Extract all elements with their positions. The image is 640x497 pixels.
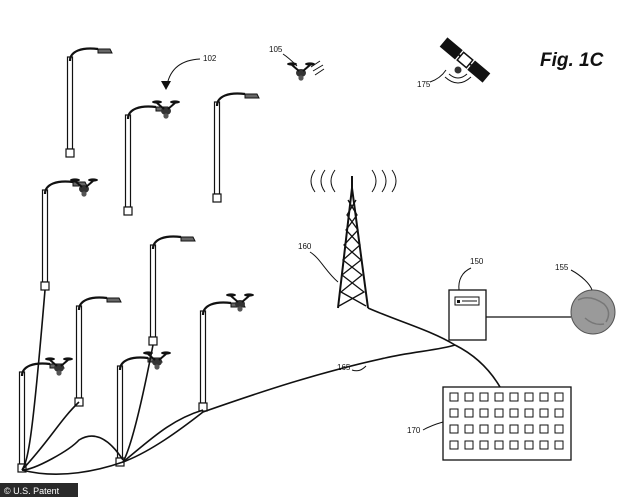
- street-lamp-7: [197, 301, 247, 413]
- server-cabinet-icon: [448, 289, 487, 341]
- label-network-line: 165: [337, 363, 351, 372]
- street-lamp-4: [39, 180, 89, 292]
- label-tower: 160: [298, 242, 312, 251]
- label-satellite: 175: [417, 80, 431, 89]
- street-lamp-6: [73, 296, 123, 408]
- label-drone: 105: [269, 45, 283, 54]
- credit-bar: [0, 483, 78, 497]
- radio-tower-icon: [310, 169, 397, 309]
- street-lamp-3: [211, 92, 261, 204]
- keypad-icon: [442, 386, 572, 461]
- credit-text: © U.S. Patent: [4, 486, 60, 496]
- satellite-icon: [439, 37, 491, 83]
- street-lamp-1: [64, 47, 114, 159]
- figure-title: Fig. 1C: [540, 50, 604, 71]
- street-lamp-5: [147, 235, 197, 347]
- label-globe: 155: [555, 263, 569, 272]
- label-server-cabinet: 150: [470, 257, 484, 266]
- label-keypad: 170: [407, 426, 421, 435]
- drone-icon: [44, 356, 74, 377]
- street-lamp-2: [122, 105, 172, 217]
- network-wiring: [21, 289, 501, 475]
- drone-icon: [69, 177, 99, 198]
- label-street-lights: 102: [203, 54, 217, 63]
- drone-icon: [142, 350, 172, 371]
- globe-icon: [570, 289, 616, 335]
- flying-drone-icon: [286, 60, 325, 82]
